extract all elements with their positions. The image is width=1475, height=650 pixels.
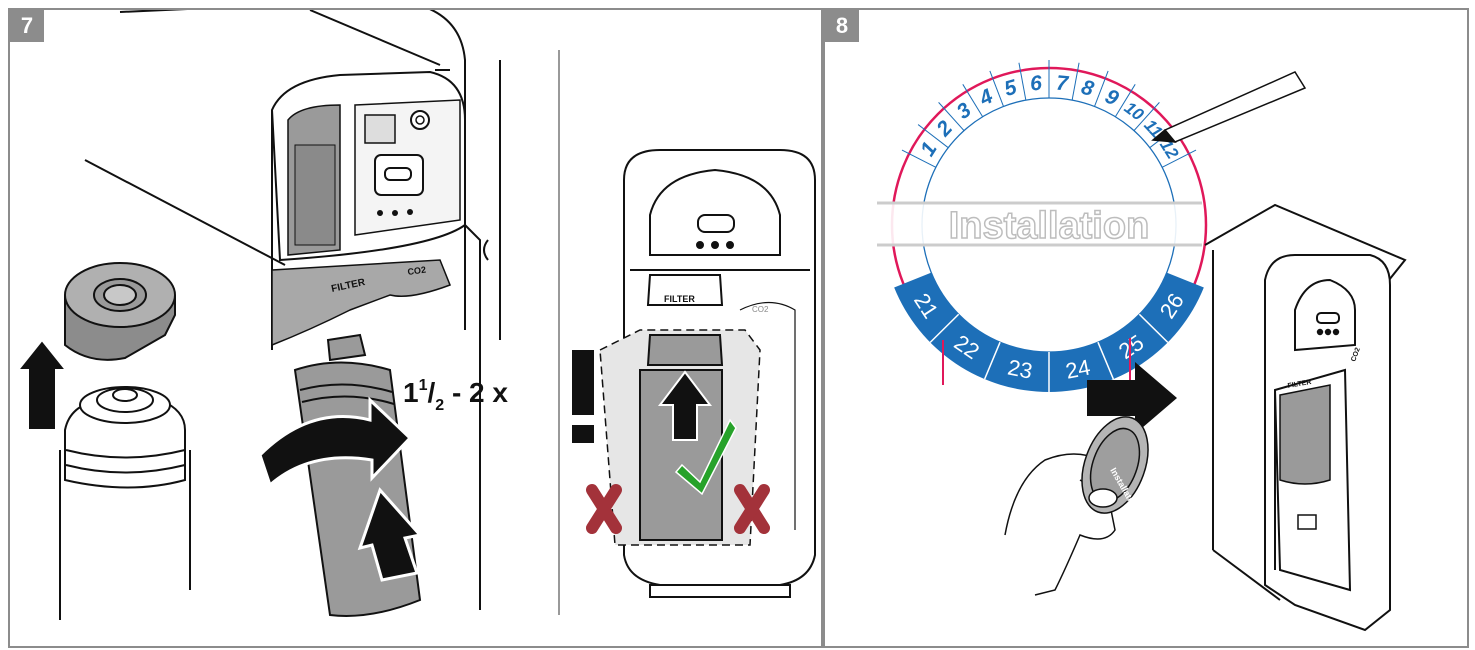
step-number-badge: 8	[825, 10, 859, 42]
year-divider	[1097, 341, 1115, 380]
cross-icon-right	[734, 484, 770, 534]
month-label: 6	[1029, 72, 1043, 96]
year-band	[894, 272, 1204, 392]
month-tick	[1133, 102, 1160, 131]
pencil-icon	[1151, 71, 1307, 143]
filter-compartment	[287, 99, 461, 256]
step-number-badge: 7	[10, 10, 44, 42]
up-arrow-icon	[15, 338, 69, 431]
old-filter	[59, 386, 191, 620]
rotation-arrow-icon	[258, 396, 413, 488]
push-up-arrow-icon	[357, 487, 423, 582]
step-7-illustration: FILTER CO2	[15, 10, 816, 620]
month-tick	[917, 124, 949, 149]
year-label: 24	[1063, 354, 1092, 383]
month-tick	[1094, 70, 1109, 107]
warning-icon	[572, 350, 594, 443]
month-tick	[989, 70, 1004, 107]
year-divider	[929, 313, 960, 343]
year-label: 23	[1006, 354, 1035, 383]
month-tick	[1114, 84, 1136, 117]
installation-label: Installation	[949, 205, 1150, 247]
insert-up-arrow-icon	[657, 370, 713, 441]
cross-icon-left	[586, 484, 622, 534]
year-divider	[983, 341, 1001, 380]
hand-with-sticker: Installation	[1004, 416, 1149, 596]
month-tick	[938, 102, 965, 131]
installed-filter-label: FILTER	[1287, 379, 1312, 390]
year-divider	[1138, 313, 1169, 343]
check-icon	[674, 418, 737, 496]
month-label: 7	[1055, 72, 1070, 96]
dispenser-installed-filter: FILTER CO2	[1279, 347, 1362, 530]
filter-housing: FILTER CO2	[271, 259, 451, 347]
front-filter-label: FILTER	[664, 294, 695, 304]
front-co2-label: CO2	[752, 305, 769, 314]
month-tick	[901, 149, 937, 168]
installed-co2-label: CO2	[1350, 347, 1362, 363]
right-arrow-icon	[1087, 362, 1177, 434]
rotation-count-label: 11/2 - 2 x	[403, 377, 508, 414]
month-tick	[1161, 149, 1197, 168]
filter-cap	[64, 262, 176, 361]
month-tick	[1018, 62, 1027, 101]
month-tick	[962, 84, 984, 117]
month-tick	[1071, 62, 1080, 101]
step-7-panel: 7	[8, 8, 823, 648]
co2-label: CO2	[407, 265, 427, 277]
